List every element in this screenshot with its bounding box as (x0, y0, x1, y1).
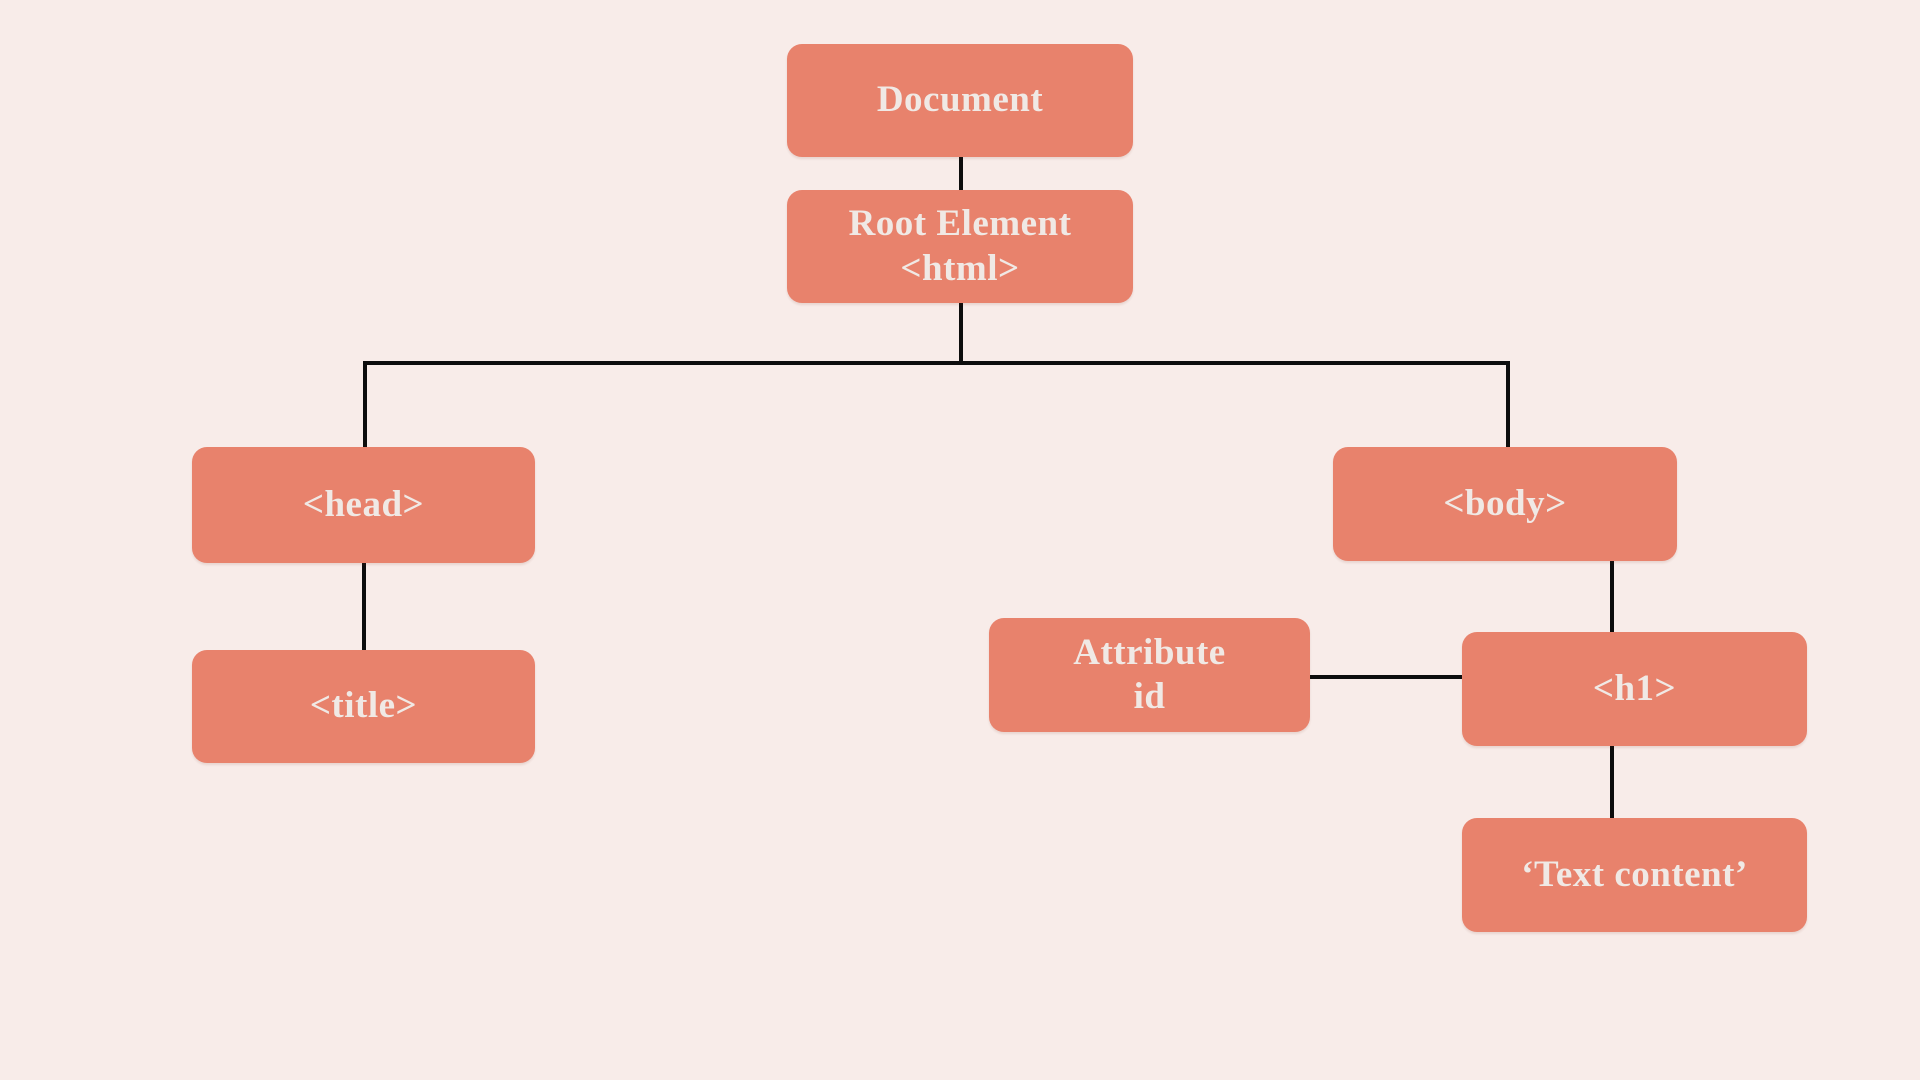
node-attribute-id-label: id (1133, 676, 1166, 717)
node-text-content-label: ‘Text content’ (1521, 853, 1748, 895)
node-root-element-html-label: Root Element (848, 203, 1072, 245)
edge-body-to-h1 (1610, 559, 1614, 634)
node-head: <head> (192, 447, 535, 563)
edge-document-to-root (959, 155, 963, 193)
edge-attribute-to-h1 (1308, 675, 1464, 679)
node-document-label: Document (876, 79, 1044, 121)
edge-branch-to-body (1506, 361, 1510, 449)
node-head-label: <head> (302, 483, 425, 525)
node-h1: <h1> (1462, 632, 1807, 746)
node-attribute-id-label: Attribute (1073, 631, 1226, 673)
edge-branch-to-head (363, 361, 367, 449)
edge-branch-horizontal (363, 361, 1510, 365)
node-body: <body> (1333, 447, 1677, 561)
node-title: <title> (192, 650, 535, 763)
node-h1-label: <h1> (1592, 667, 1677, 709)
node-document: Document (787, 44, 1133, 157)
node-text-content: ‘Text content’ (1462, 818, 1807, 932)
node-root-element-html: Root Element<html> (787, 190, 1133, 303)
edge-h1-to-text-content (1610, 744, 1614, 820)
edge-head-to-title (362, 561, 366, 652)
node-root-element-html-label: <html> (900, 247, 1020, 289)
node-title-label: <title> (309, 685, 418, 727)
node-body-label: <body> (1443, 482, 1567, 524)
edge-root-down (959, 301, 963, 365)
